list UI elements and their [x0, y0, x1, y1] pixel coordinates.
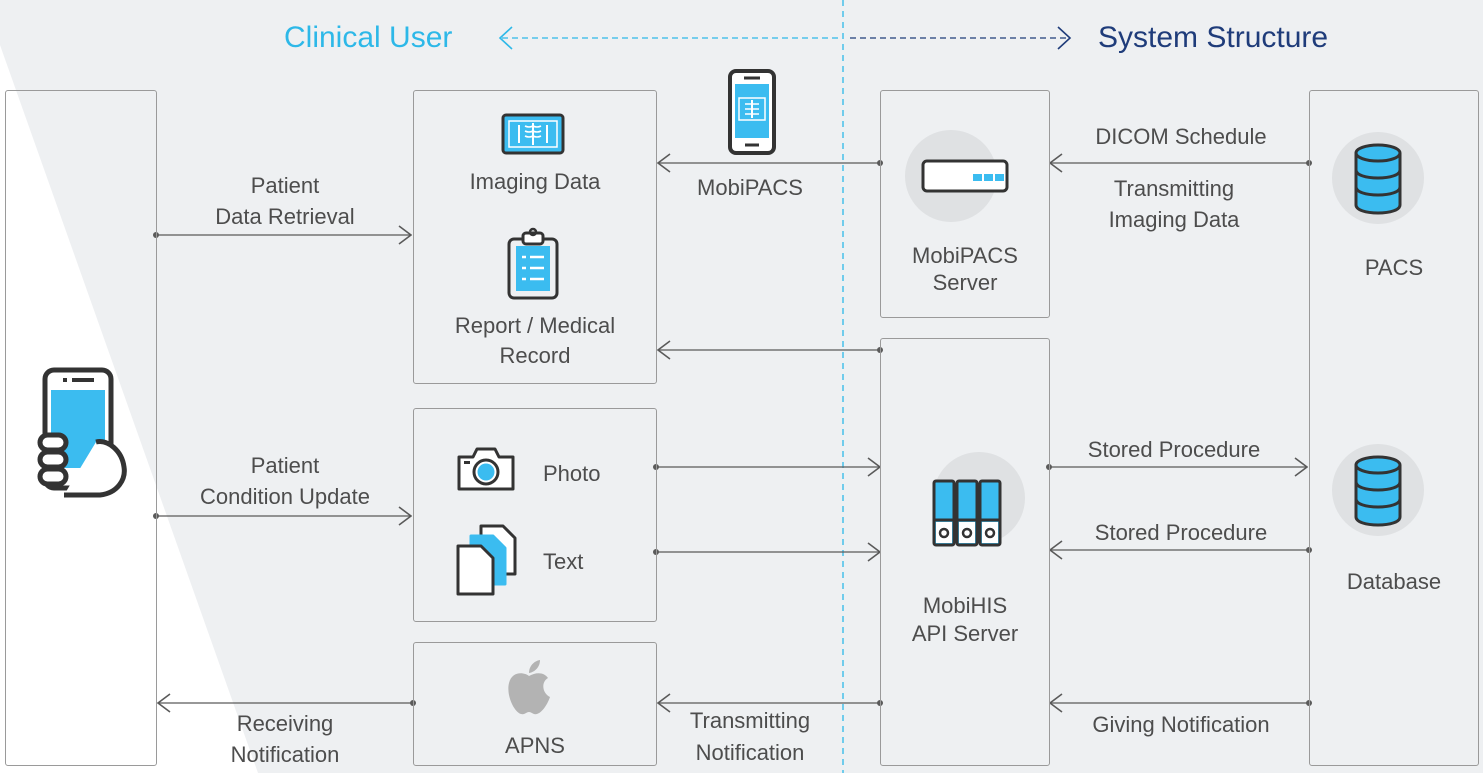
camera-icon — [457, 447, 515, 491]
receiving-notification-line2: Notification — [230, 742, 340, 767]
transmitting-imaging-data-line1: Transmitting — [1113, 176, 1235, 201]
mobile-user-box — [5, 90, 157, 766]
mobihis-label-line2: API Server — [911, 621, 1019, 646]
database-icon — [1354, 143, 1402, 215]
transmitting-notification-line2: Notification — [695, 740, 805, 765]
database-label: Database — [1346, 569, 1442, 594]
xray-monitor-icon — [501, 113, 565, 155]
pacs-label: PACS — [1364, 255, 1424, 280]
hand-holding-phone-icon — [37, 367, 127, 498]
mobihis-api-server-box — [880, 338, 1050, 766]
apple-icon — [508, 660, 550, 715]
patient-condition-update-line2: Condition Update — [199, 484, 370, 509]
receiving-notification-line1: Receiving — [236, 711, 334, 736]
imaging-data-label: Imaging Data — [469, 169, 601, 194]
transmitting-imaging-data-line2: Imaging Data — [1108, 207, 1240, 232]
server-icon — [921, 159, 1009, 193]
patient-data-retrieval-line2: Data Retrieval — [215, 204, 355, 229]
apns-box — [413, 642, 657, 766]
transmitting-notification-line1: Transmitting — [689, 708, 811, 733]
dicom-schedule-label: DICOM Schedule — [1095, 124, 1267, 149]
binders-icon — [932, 479, 1002, 547]
clinical-user-title: Clinical User — [284, 21, 453, 54]
giving-notification-label: Giving Notification — [1092, 712, 1270, 737]
photo-text-box — [413, 408, 657, 622]
phone-xray-icon — [728, 69, 776, 155]
mobipacs-server-label-line1: MobiPACS — [912, 243, 1018, 268]
mobipacs-edge-label: MobiPACS — [697, 175, 803, 200]
report-label-line1: Report / Medical — [454, 313, 616, 338]
database-icon — [1354, 455, 1402, 527]
pacs-database-box — [1309, 90, 1479, 766]
mobipacs-server-box — [880, 90, 1050, 318]
stored-procedure-in-label: Stored Procedure — [1094, 520, 1268, 545]
mobipacs-server-label-line2: Server — [932, 270, 998, 295]
mobihis-label-line1: MobiHIS — [922, 593, 1008, 618]
photo-label: Photo — [543, 461, 601, 486]
apns-label: APNS — [505, 733, 565, 758]
imaging-report-box — [413, 90, 657, 384]
report-label-line2: Record — [499, 343, 571, 368]
system-structure-title: System Structure — [1098, 21, 1329, 54]
stored-procedure-out-label: Stored Procedure — [1087, 437, 1261, 462]
patient-data-retrieval-line1: Patient — [250, 173, 320, 198]
documents-icon — [456, 524, 517, 596]
patient-condition-update-line1: Patient — [250, 453, 320, 478]
text-label: Text — [543, 549, 584, 574]
clipboard-icon — [507, 227, 559, 300]
